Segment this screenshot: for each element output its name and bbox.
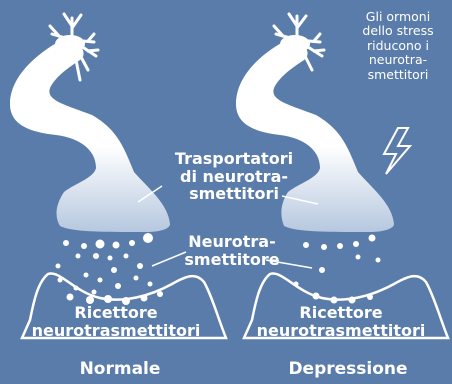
- receptor-label-right: Ricettore neurotrasmettitori: [232, 304, 450, 339]
- transporters-line-3: smettitori: [168, 185, 300, 203]
- receptor-left-line-2: neurotrasmettitori: [6, 322, 226, 340]
- stress-note-line-2: dello stress: [346, 24, 450, 38]
- stress-note: Gli ormoni dello stress riducono i neuro…: [346, 10, 450, 82]
- neurotransmitter-label: Neurotra- smettitore: [180, 233, 284, 268]
- soma-right: [280, 35, 310, 53]
- stress-note-line-4: neurotra-: [346, 53, 450, 67]
- neurotransmitter-line-2: smettitore: [180, 251, 284, 269]
- axon-left: [10, 41, 170, 232]
- caption-depression: Depressione: [258, 360, 438, 379]
- soma-left: [55, 35, 85, 53]
- transporters-line-2: di neurotra-: [168, 168, 300, 186]
- stress-note-line-3: riducono i: [346, 39, 450, 53]
- lightning-bolt-icon: [384, 128, 410, 174]
- receptor-label-left: Ricettore neurotrasmettitori: [6, 304, 226, 339]
- receptor-right-line-1: Ricettore: [232, 304, 450, 322]
- caption-normal: Normale: [40, 360, 200, 379]
- transporters-label: Trasportatori di neurotra- smettitori: [168, 150, 300, 203]
- stress-note-line-5: smettitori: [346, 68, 450, 82]
- neuron-left: [10, 14, 170, 232]
- transporters-line-1: Trasportatori: [168, 150, 300, 168]
- receptor-left-line-1: Ricettore: [6, 304, 226, 322]
- neurotransmitter-line-1: Neurotra-: [180, 233, 284, 251]
- receptor-right-line-2: neurotrasmettitori: [232, 322, 450, 340]
- stress-note-line-1: Gli ormoni: [346, 10, 450, 24]
